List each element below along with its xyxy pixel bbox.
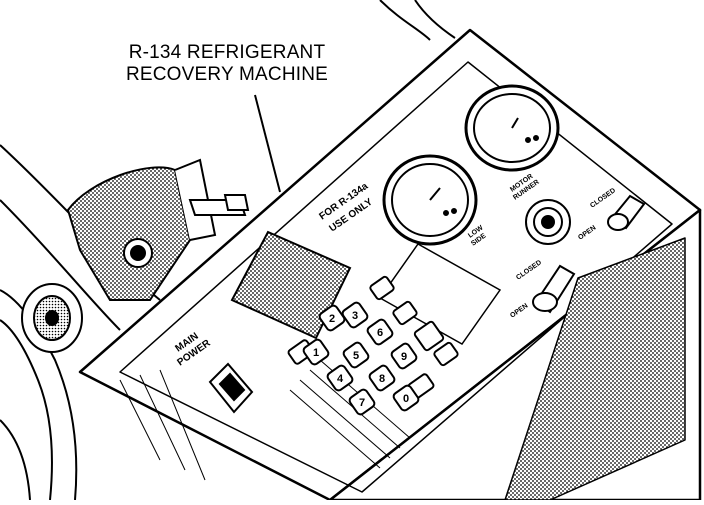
keypad-key-4[interactable]: 4 [326,364,354,392]
filter-bracket [66,158,250,301]
keypad-key-8[interactable]: 8 [368,364,396,392]
keypad-key-label: 6 [377,327,383,339]
leader-line [254,94,281,193]
keypad-key-label: 1 [313,347,319,359]
keypad-key-cap[interactable] [326,364,354,392]
keypad-key-0[interactable]: 0 [392,384,420,412]
keypad-key-cap[interactable] [341,301,369,329]
callout-label: R-134 REFRIGERANT RECOVERY MACHINE [112,42,342,86]
keypad-key-7[interactable]: 7 [348,388,376,416]
selector-knob [525,199,571,245]
display-window [230,230,352,340]
gauge-right [464,84,560,172]
keypad-key-label: 5 [353,350,359,362]
keypad-key-1[interactable]: 1 [302,338,330,366]
valve-handle-top [607,194,646,231]
keypad-key-6[interactable]: 6 [366,318,394,346]
keypad-key-label: 8 [379,373,385,385]
keypad-key-label: 7 [359,397,365,409]
keypad-key-cap[interactable] [348,388,376,416]
keypad-key-cap[interactable] [318,304,346,332]
keypad-key-cap[interactable] [368,364,396,392]
reel [21,283,83,353]
keypad-key-5[interactable]: 5 [342,341,370,369]
keypad-key-label: 3 [352,310,358,322]
keypad-key-3[interactable]: 3 [341,301,369,329]
keypad-key-cap[interactable] [342,341,370,369]
keypad-key-label: 2 [329,313,335,325]
gauge-left [382,154,478,246]
keypad-key-cap[interactable] [302,338,330,366]
keypad-key-label: 0 [403,393,409,405]
keypad-key-cap[interactable] [366,318,394,346]
valve-handle-bottom [532,264,576,314]
keypad-key-cap[interactable] [392,384,420,412]
keypad-key-label: 4 [337,373,344,385]
callout-line1: R-134 REFRIGERANT [128,42,326,63]
callout-line2: RECOVERY MACHINE [125,64,329,85]
keypad-key-label: 9 [401,351,407,363]
keypad-keys: 1 2 3 45 6 7 8 9 0 [302,301,420,416]
keypad-key-cap[interactable] [390,342,418,370]
main-power-switch[interactable] [208,362,254,414]
keypad-key-2[interactable]: 2 [318,304,346,332]
keypad-key-9[interactable]: 9 [390,342,418,370]
